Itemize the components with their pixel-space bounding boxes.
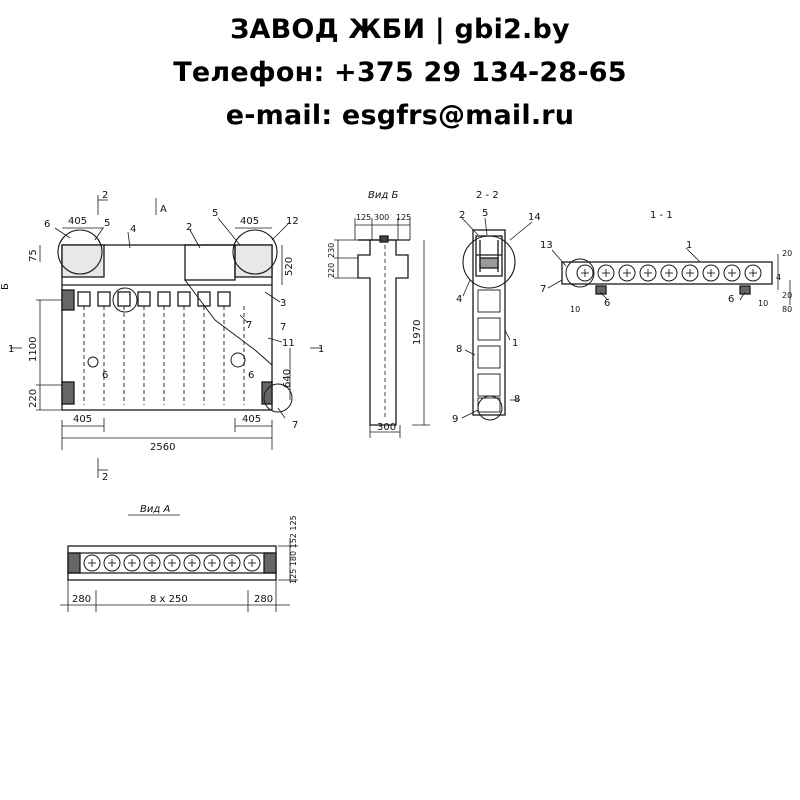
- front-view-b-arrow: Б: [0, 283, 11, 290]
- front-callout-3: 3: [280, 298, 286, 309]
- section-2-2-callout-9: 9: [452, 414, 458, 425]
- section-1-1-callout-1: 1: [686, 240, 692, 251]
- view-a-dim-right: 280: [254, 594, 273, 605]
- section-2-2: [461, 217, 533, 421]
- front-dim-total: 2560: [150, 442, 175, 453]
- section-1-1-callout-6a: 6: [604, 298, 610, 309]
- view-a-cores: [83, 554, 261, 572]
- view-a-dim-mid: 8 x 250: [150, 594, 188, 605]
- section-1-1-callout-10b: 10: [758, 299, 768, 308]
- view-a-dim-side: 125 180 152 125: [289, 515, 298, 584]
- view-b-dim-top-right: 125: [396, 213, 411, 222]
- view-b-dim-h2: 220: [327, 263, 336, 278]
- section-1-1-outline: [561, 261, 773, 285]
- view-b-outline: [357, 239, 409, 426]
- view-a: [60, 514, 298, 612]
- header-phone: Телефон: +375 29 134-28-65: [173, 57, 627, 88]
- front-top-left-block: [61, 244, 105, 278]
- front-callout-7b: 7: [280, 322, 286, 333]
- front-dim-height-bottom: 220: [28, 389, 39, 408]
- front-section-mark-2-bottom: 2: [102, 472, 108, 483]
- view-b-dim-top-mid: 300: [374, 213, 389, 222]
- section-2-2-callout-1: 1: [512, 338, 518, 349]
- front-top-mid-block: [184, 244, 236, 281]
- front-dim-height-top-right: 520: [284, 257, 295, 276]
- view-a-title: Вид А: [140, 504, 170, 515]
- front-dim-left-offset: 405: [73, 414, 92, 425]
- front-dim-height-main: 1100: [28, 337, 39, 362]
- front-section-mark-2-top: 2: [102, 190, 108, 201]
- view-b-title: Вид Б: [368, 190, 398, 201]
- section-1-1-callout-10a: 10: [570, 305, 580, 314]
- front-panel-outline: [61, 244, 273, 411]
- front-dim-height-top-left: 75: [28, 249, 39, 262]
- front-callout-12: 12: [286, 216, 299, 227]
- section-1-1-title: 1 - 1: [650, 210, 673, 221]
- view-b-dim-height: 1970: [412, 320, 423, 345]
- section-2-2-callout-8a: 8: [456, 344, 462, 355]
- view-b: [334, 218, 430, 438]
- front-section-mark-1-right: 1: [318, 344, 324, 355]
- section-1-1: [547, 247, 791, 305]
- front-callout-7a: 7: [246, 320, 252, 331]
- header-block: ЗАВОД ЖБИ | gbi2.by Телефон: +375 29 134…: [0, 8, 800, 137]
- front-dim-top-left: 405: [68, 216, 87, 227]
- header-email: e-mail: esgfrs@mail.ru: [225, 100, 575, 131]
- front-callout-6a: 6: [44, 219, 50, 230]
- front-callout-6b: 6: [102, 370, 108, 381]
- front-dim-top-right: 405: [240, 216, 259, 227]
- view-b-dim-top-left: 125: [356, 213, 371, 222]
- front-callout-2: 2: [186, 222, 192, 233]
- section-1-1-dim-20b: 20: [782, 291, 792, 300]
- view-b-dim-bottom: 300: [377, 422, 396, 433]
- section-1-1-cores: [576, 264, 762, 282]
- section-1-1-dim-80: 80: [782, 305, 792, 314]
- section-2-2-callout-2: 2: [459, 210, 465, 221]
- section-2-2-callout-14: 14: [528, 212, 541, 223]
- front-callout-5b: 5: [212, 208, 218, 219]
- section-2-2-outline: [472, 229, 506, 416]
- header-company: ЗАВОД ЖБИ | gbi2.by: [230, 14, 570, 45]
- view-b-dim-h1: 230: [327, 243, 336, 258]
- front-core-row: [77, 291, 231, 307]
- front-callout-11: 11: [282, 338, 295, 349]
- front-dim-right-offset: 405: [242, 414, 261, 425]
- front-view: [10, 195, 322, 478]
- section-1-1-dim-4: 4: [776, 273, 781, 282]
- front-section-mark-1-left: 1: [8, 344, 14, 355]
- front-callout-4: 4: [130, 224, 136, 235]
- section-2-2-title: 2 - 2: [476, 190, 499, 201]
- front-callout-6c: 6: [248, 370, 254, 381]
- section-1-1-callout-7: 7: [540, 284, 546, 295]
- view-a-dim-left: 280: [72, 594, 91, 605]
- section-2-2-callout-4: 4: [456, 294, 462, 305]
- front-dim-height-right-mid: 640: [282, 369, 293, 388]
- front-callout-7c: 7: [292, 420, 298, 431]
- section-1-1-dim-20a: 20: [782, 249, 792, 258]
- section-1-1-callout-13: 13: [540, 240, 553, 251]
- front-callout-5a: 5: [104, 218, 110, 229]
- section-1-1-callout-6b: 6: [728, 294, 734, 305]
- front-view-a-arrow: А: [160, 204, 167, 215]
- section-2-2-callout-5: 5: [482, 208, 488, 219]
- front-top-right-block: [234, 244, 273, 278]
- section-2-2-callout-8b: 8: [514, 394, 520, 405]
